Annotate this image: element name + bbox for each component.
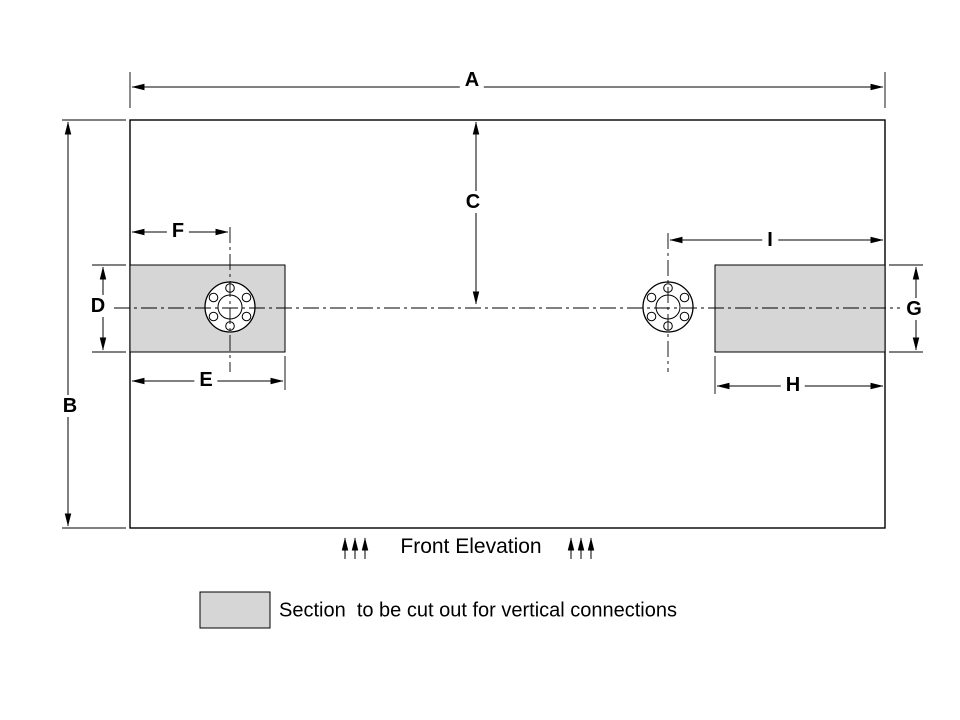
- drawing-caption: Front Elevation: [400, 535, 542, 558]
- up-arrows-left-icon: [341, 537, 369, 559]
- dim-label-h: H: [780, 374, 806, 396]
- dim-label-e: E: [194, 369, 218, 391]
- dim-label-i: I: [762, 229, 778, 251]
- legend-swatch: [199, 591, 271, 629]
- dim-label-d: D: [85, 295, 111, 317]
- dimension-b: [62, 119, 126, 529]
- dim-label-g: G: [901, 298, 927, 320]
- dimension-a: [129, 72, 886, 108]
- dim-label-b: B: [57, 395, 83, 417]
- dim-label-c: C: [460, 191, 486, 213]
- cutout-section-right: [714, 264, 886, 353]
- dim-label-f: F: [166, 220, 190, 242]
- cutout-section-left: [129, 264, 286, 353]
- legend-description: Section to be cut out for vertical conne…: [279, 599, 677, 622]
- up-arrows-right-icon: [567, 537, 595, 559]
- dim-label-a: A: [459, 69, 485, 91]
